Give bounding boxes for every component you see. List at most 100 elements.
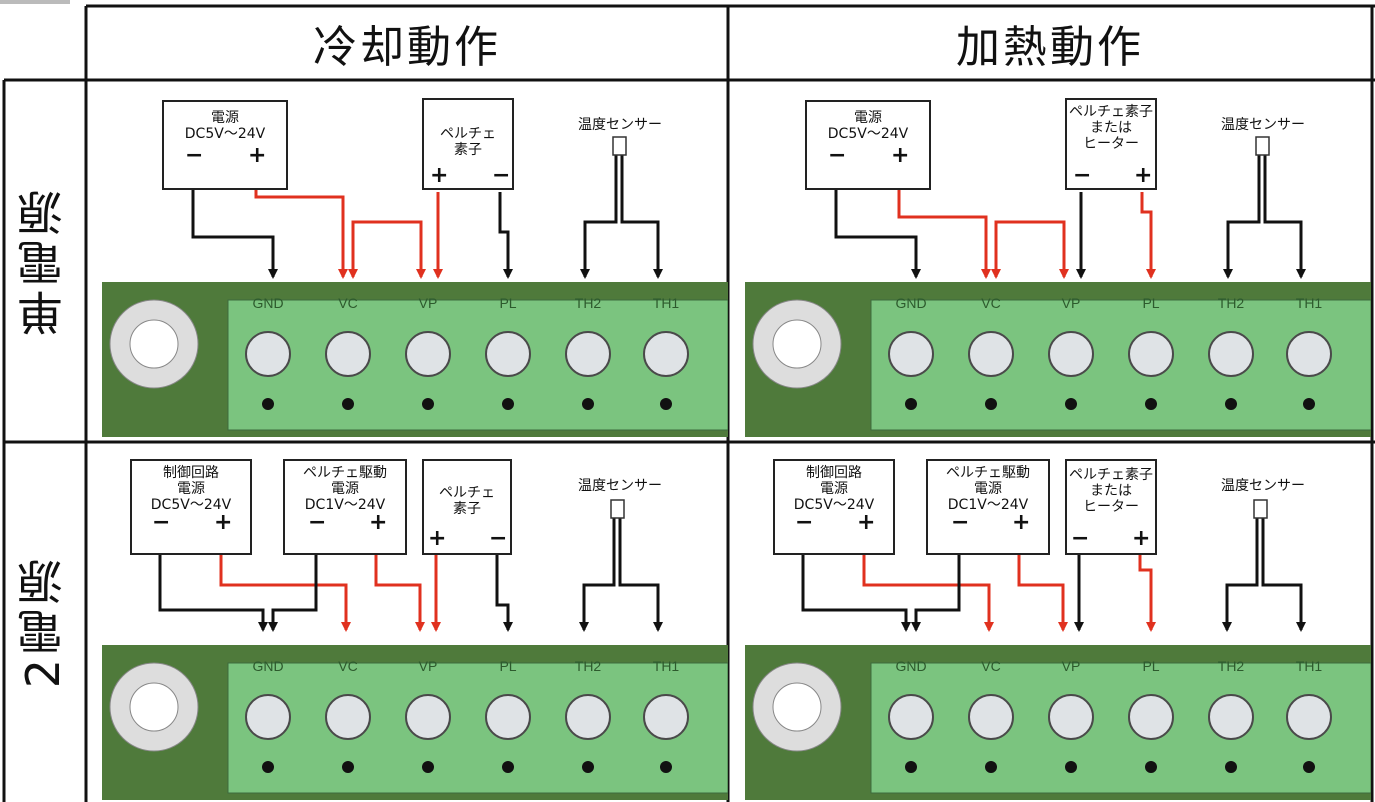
power-plus: + (891, 143, 910, 168)
diagram-shape (129, 682, 179, 732)
diagram-shape (1296, 269, 1306, 279)
header-cooling: 冷却動作 (313, 22, 501, 73)
control-minus: − (795, 510, 814, 535)
diagram-shape (268, 269, 663, 279)
control-power-box (130, 459, 252, 555)
screw-gnd (245, 331, 291, 377)
peltier-box (422, 459, 512, 555)
diagram-shape (1223, 269, 1233, 279)
peltier-heater-label: ペルチェ素子またはヒーター (1065, 467, 1157, 515)
screw-pl (1128, 694, 1174, 740)
diagram-shape (981, 269, 991, 279)
diagram-shape (984, 622, 1156, 632)
diagram-shape (503, 622, 513, 632)
wire-sensor-th2 (582, 517, 616, 630)
diagram-shape (901, 622, 911, 632)
panel-dual-heating: GND VC VP PL TH2 TH1 (731, 445, 1371, 800)
diagram-shape (503, 269, 513, 279)
peltier-power-line2: 電源 (974, 481, 1002, 497)
heater-minus: − (1073, 163, 1092, 188)
terminal-label-th2: TH2 (575, 295, 602, 311)
screw-th2 (565, 694, 611, 740)
diagram-shape (1225, 761, 1237, 773)
wire-vc-vp (351, 220, 423, 277)
diagram-shape (991, 269, 1001, 279)
diagram-shape (905, 761, 1315, 773)
terminal-label-th1: TH1 (1296, 295, 1323, 311)
diagram-shape (905, 761, 917, 773)
wire-peltier-minus (495, 555, 510, 630)
diagram-shape (1303, 398, 1315, 410)
temperature-sensor-icon (1255, 136, 1270, 156)
wire-sensor-th2 (583, 154, 618, 277)
diagram-shape (338, 269, 348, 279)
peltier-label: ペルチェ素子 (422, 485, 512, 517)
wire-vc-vp (994, 220, 1066, 277)
heater-plus: + (1132, 526, 1151, 551)
diagram-shape (1146, 269, 1156, 279)
diagram-shape (1296, 622, 1306, 632)
terminal-label-vp: VP (1062, 295, 1081, 311)
peltier-power-line1: ペルチェ駆動 (946, 465, 1030, 481)
screw-th1 (1286, 694, 1332, 740)
terminal-label-vp: VP (419, 295, 438, 311)
diagram-shape (888, 331, 1332, 377)
terminal-label-pl: PL (499, 295, 516, 311)
peltier-power-line3: DC1V～24V (304, 497, 386, 513)
mounting-hole (752, 662, 842, 752)
heater-plus: + (1134, 163, 1153, 188)
peltier-power-line3: DC1V～24V (947, 497, 1029, 513)
peltier-heater-line1: ペルチェ素子 (1069, 467, 1153, 483)
diagram-shape (653, 269, 663, 279)
peltier-heater-line2: または (1090, 120, 1132, 136)
diagram-shape (348, 269, 358, 279)
diagram-shape (262, 761, 274, 773)
terminal-label-pl: PL (499, 658, 516, 674)
wire-sensor-th1 (620, 154, 660, 277)
peltier-minus: − (489, 526, 508, 551)
peltier-heater-box (1065, 459, 1157, 555)
wire-peltier-supply-vp (1017, 539, 1065, 630)
diagram-shape (268, 622, 278, 632)
wire-control-gnd (801, 539, 908, 630)
peltier-box (422, 98, 514, 190)
terminal-label-vc: VC (338, 658, 357, 674)
diagram-shape (985, 761, 997, 773)
terminal-label-th2: TH2 (1218, 295, 1245, 311)
terminal-label-vp: VP (1062, 658, 1081, 674)
diagram-shape (158, 517, 660, 630)
peltier-heater-box (1065, 98, 1157, 190)
wire-vc (897, 174, 988, 277)
control-power-box (773, 459, 895, 555)
screw-vp (1048, 694, 1094, 740)
diagram-shape (582, 398, 594, 410)
wire-peltier-supply-gnd (914, 539, 961, 630)
terminal-label-th1: TH1 (653, 658, 680, 674)
row-label-single-supply: 単電源 (0, 80, 86, 442)
diagram-shape (245, 331, 689, 377)
terminal-block (227, 662, 728, 794)
screw-th1 (1286, 331, 1332, 377)
wiring-diagram: GND VC VP PL TH2 TH1 (102, 136, 728, 437)
peltier-label: ペルチェ素子 (422, 126, 514, 158)
temperature-sensor-icon (610, 499, 625, 519)
mounting-hole (109, 662, 199, 752)
diagram-shape (660, 398, 672, 410)
grid-line (0, 0, 70, 4)
diagram-shape (911, 622, 921, 632)
panel-dual-cooling: GND VC VP PL TH2 TH1 (88, 445, 728, 800)
diagram-shape (258, 622, 268, 632)
wire-sensor-th1 (1263, 154, 1303, 277)
diagram-shape (582, 761, 594, 773)
terminal-label-gnd: GND (895, 658, 926, 674)
diagram-shape: GND VC VP PL TH2 TH1 (252, 295, 679, 311)
diagram-shape (422, 398, 434, 410)
screw-vp (1048, 331, 1094, 377)
peltier-label-line1: ペルチェ (439, 485, 495, 501)
peltier-power-minus: − (951, 510, 970, 535)
header-heating: 加熱動作 (956, 22, 1144, 73)
terminal-block (870, 299, 1371, 431)
